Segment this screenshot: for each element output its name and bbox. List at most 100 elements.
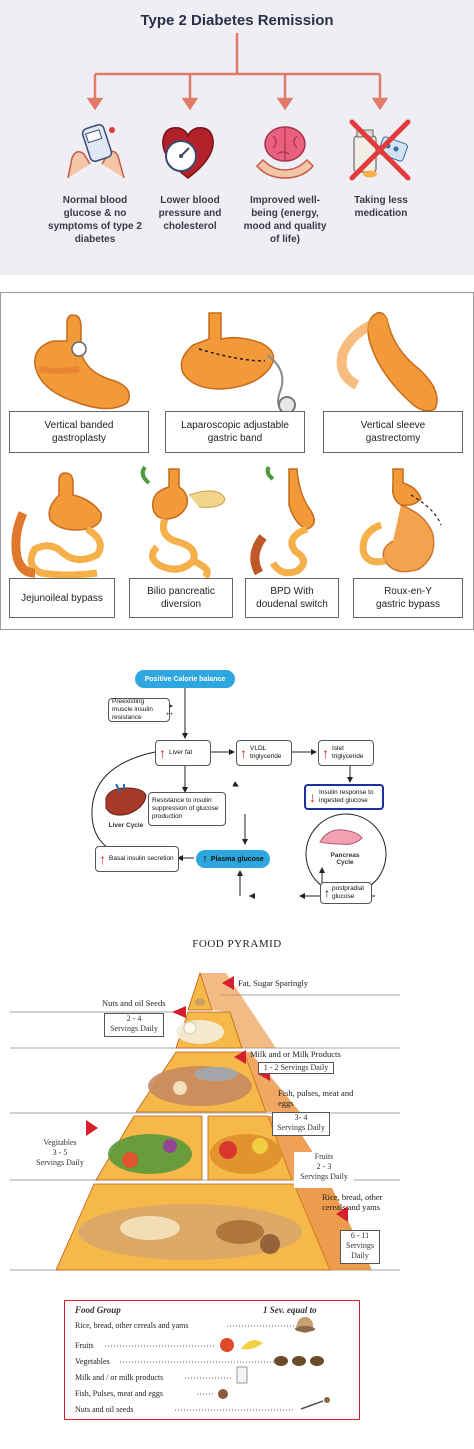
outcome-2-line3: cholesterol <box>163 221 217 232</box>
up-arrow-icon: ↑ <box>240 745 247 761</box>
tier-rice-servings: 6 - 11 Servings Daily <box>340 1230 380 1264</box>
tier-veg-block: Vegitables 3 - 5 Servings Daily <box>30 1138 90 1176</box>
surgery-label-5-line2: diversion <box>160 599 202 610</box>
postprandial-text: postpradial glucose <box>332 885 364 900</box>
preexisting-text: Preexisting muscle insulin resistance <box>112 698 153 721</box>
surgery-label-5-line1: Bilio pancreatic <box>147 586 215 597</box>
tier-veg-count: 3 - 5 <box>52 1148 68 1157</box>
insulin-response-text: Insulin response to ingested glucose <box>319 789 374 804</box>
bpd-duodenal-switch-illustration <box>250 465 315 577</box>
outcome-4-caption: Taking less medication <box>336 194 426 220</box>
tier-rice-label: Rice, bread, other cereals and yams <box>322 1192 383 1212</box>
preexisting-resistance-box: Preexisting muscle insulin resistance <box>108 698 170 722</box>
plus-marks: ++ <box>166 712 174 718</box>
food-group-legend: Food Group 1 Sev. equal to Rice, bread, … <box>64 1300 360 1420</box>
surgery-label-2-line2: gastric band <box>207 433 263 444</box>
surgery-label-3-line1: Vertical sleeve <box>360 420 426 431</box>
tier-fish-label: Fish, pulses, meat and eggs <box>278 1088 354 1108</box>
postprandial-box: ↑ postpradial glucose <box>320 882 372 904</box>
tier-veg-servings-label: Servings Daily <box>36 1158 84 1167</box>
resistance-text: Resistance to insulin suppression of glu… <box>152 797 219 820</box>
surgery-label-6-line1: BPD With <box>270 586 314 597</box>
outcome-1-line3: symptoms of type 2 <box>48 221 142 232</box>
up-arrow-icon: ↑ <box>322 745 329 761</box>
liver-icon <box>105 784 147 816</box>
legend-row-milk: Milk and / or milk products <box>75 1373 164 1382</box>
liver-fat-box: ↑ Liver fat <box>155 740 211 766</box>
up-arrow-icon: ↑ <box>159 745 166 761</box>
heart-gauge-icon <box>162 127 214 179</box>
resistance-box: Resistance to insulin suppression of glu… <box>148 792 226 826</box>
tier-fruits-label: Fruits <box>314 1152 334 1161</box>
basal-insulin-text: Basal insulin secretion <box>109 855 174 862</box>
surgery-label-5: Bilio pancreatic diversion <box>129 578 233 618</box>
pancreas-icon <box>319 829 363 845</box>
remission-title: Type 2 Diabetes Remission <box>140 12 334 29</box>
remission-connector-lines <box>86 33 389 111</box>
outcome-2-line2: pressure and <box>158 208 222 219</box>
outcome-2-caption: Lower blood pressure and cholesterol <box>148 194 232 233</box>
tier-rice-servings-label: Servings Daily <box>346 1241 374 1260</box>
surgery-label-7-line1: Roux-en-Y <box>384 586 432 597</box>
surgery-label-7-line2: gastric bypass <box>376 599 440 610</box>
up-arrow-icon: ↑ <box>202 853 208 865</box>
tier-milk-servings: 1 - 2 Servings Daily <box>258 1062 334 1074</box>
adjustable-gastric-band-illustration <box>180 312 296 414</box>
insulin-response-box: ↓ Insulin response to ingested glucose <box>304 784 384 810</box>
up-arrow-icon: ↑ <box>324 886 330 900</box>
tier-nuts-servings: 2 - 4 Servings Daily <box>104 1013 164 1037</box>
tier-milk-servings-label: Servings Daily <box>280 1063 329 1072</box>
tier-fruits-block: Fruits 2 - 3 Servings Daily <box>294 1152 354 1188</box>
legend-row-rice: Rice, bread, other cereals and yams <box>75 1321 189 1330</box>
tier-fish-servings: 3- 4 Servings Daily <box>272 1112 330 1136</box>
outcome-1-line2: glucose & no <box>63 208 127 219</box>
bilio-pancreatic-diversion-illustration <box>140 465 226 580</box>
legend-header-group: Food Group <box>75 1305 121 1315</box>
surgery-label-3: Vertical sleeve gastrectomy <box>323 411 463 453</box>
outcome-3-line4: of life) <box>270 234 300 245</box>
liver-fat-text: Liver fat <box>169 749 193 756</box>
brain-hands-icon <box>255 126 315 179</box>
surgery-label-4: Jejunoileal bypass <box>9 578 115 618</box>
outcome-3-caption: Improved well- being (energy, mood and q… <box>231 194 339 246</box>
tier-fish-count: 3- 4 <box>294 1113 308 1122</box>
legend-row-nuts: Nuts and oil seeds <box>75 1405 134 1414</box>
tier-rice-count: 6 - 11 <box>350 1231 370 1240</box>
glucose-meter-icon <box>67 123 125 179</box>
surgery-label-7: Roux-en-Y gastric bypass <box>353 578 463 618</box>
tier-fish-servings-label: Servings Daily <box>277 1123 325 1132</box>
tier-nuts-count: 2 - 4 <box>126 1014 142 1023</box>
surgery-label-2-line1: Laparoscopic adjustable <box>181 420 289 431</box>
tier-veg-label: Vegitables <box>43 1138 77 1147</box>
food-pyramid-title: FOOD PYRAMID <box>192 938 282 950</box>
pancreas-cycle-label: Pancreas Cycle <box>330 852 360 866</box>
surgery-label-4-line1: Jejunoileal bypass <box>21 592 103 604</box>
surgery-label-3-line2: gastrectomy <box>365 433 421 444</box>
up-arrow-icon: ↑ <box>99 851 106 867</box>
islet-box: ↑ Islet triglyceride <box>318 740 374 766</box>
vertical-banded-gastroplasty-illustration <box>34 314 130 410</box>
plasma-glucose-text: Plasma glucose <box>210 855 264 863</box>
down-arrow-icon: ↓ <box>309 789 316 805</box>
remission-panel: Type 2 Diabetes Remission <box>0 0 474 275</box>
tier-milk-label: Milk and or Milk Products <box>250 1049 341 1059</box>
outcome-1-line1: Normal blood <box>62 195 128 206</box>
outcome-3-line2: being (energy, <box>251 208 319 219</box>
tier-fat-label: Fat, Sugar Sparingly <box>238 978 309 988</box>
tier-milk-count: 1 - 2 <box>263 1063 279 1072</box>
legend-row-vegetables: Vegetables <box>75 1357 110 1366</box>
tier-fruits-servings-label: Servings Daily <box>300 1172 348 1181</box>
tier-nuts-servings-label: Servings Daily <box>110 1024 158 1033</box>
jejunoileal-bypass-illustration <box>11 472 104 579</box>
plasma-glucose-pill: ↑ Plasma glucose <box>196 850 270 868</box>
islet-text: Islet triglyceride <box>332 745 364 760</box>
liver-cycle-label: Liver Cycle <box>108 822 144 829</box>
outcome-3-line3: mood and quality <box>243 221 327 232</box>
surgery-label-1-line2: gastroplasty <box>52 433 106 444</box>
crossed-pills-icon <box>349 119 411 181</box>
legend-row-fruits: Fruits <box>75 1341 94 1350</box>
outcome-4-line2: medication <box>354 208 408 219</box>
